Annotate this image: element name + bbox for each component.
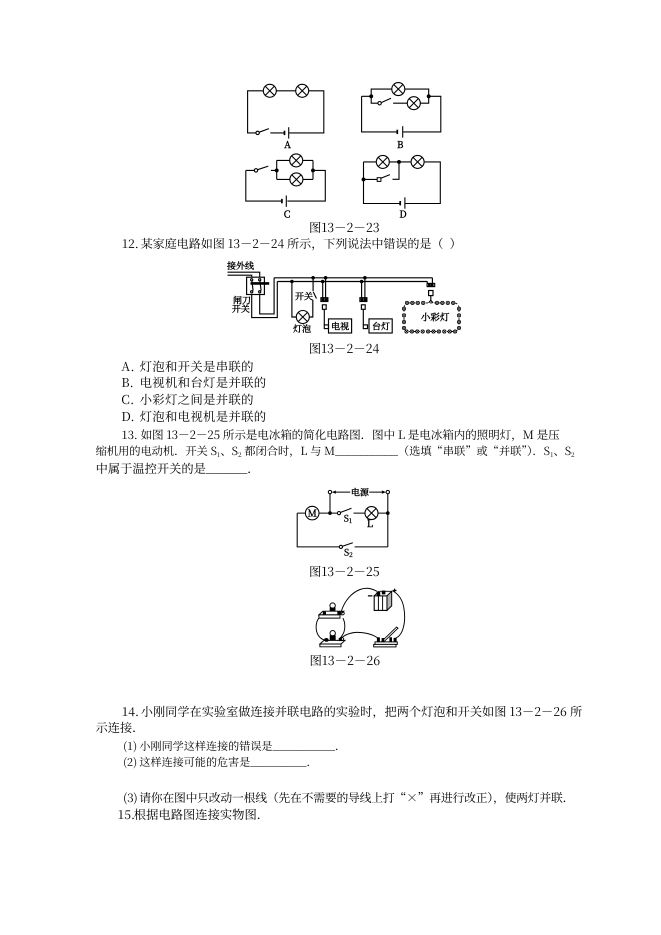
svg-text:开关: 开关 (295, 290, 313, 303)
svg-text:电源: 电源 (351, 485, 369, 498)
svg-text:小彩灯: 小彩灯 (421, 309, 450, 323)
svg-text:D: D (399, 207, 406, 221)
svg-text:闸刀: 闸刀 (233, 294, 251, 307)
svg-text:S1: S1 (344, 512, 353, 526)
svg-text:M: M (308, 506, 317, 520)
svg-text:接外线: 接外线 (226, 259, 255, 272)
svg-text:C: C (284, 207, 291, 221)
svg-text:B: B (397, 137, 404, 151)
svg-text:S2: S2 (344, 546, 353, 560)
svg-text:开关: 开关 (232, 302, 250, 315)
svg-text:电视: 电视 (331, 320, 349, 333)
svg-text:灯泡: 灯泡 (293, 322, 311, 335)
svg-text:L: L (367, 515, 374, 530)
svg-text:台灯: 台灯 (372, 320, 390, 333)
svg-text:A: A (283, 137, 291, 151)
